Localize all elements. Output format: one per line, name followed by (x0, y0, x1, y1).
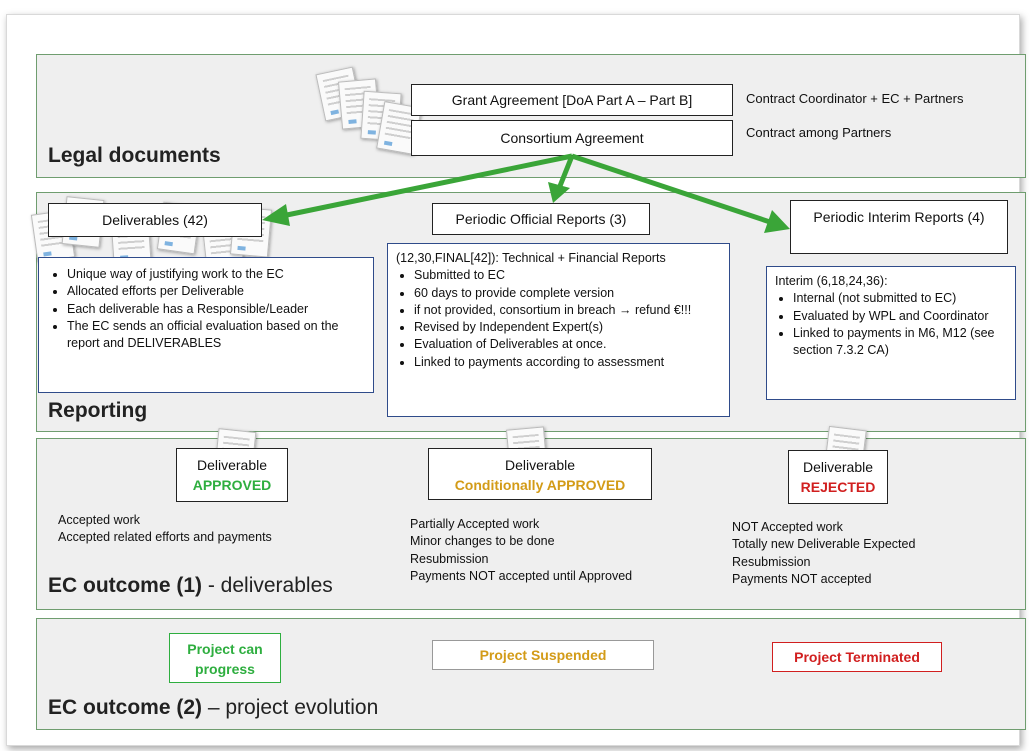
note-line: Payments NOT accepted (732, 571, 872, 586)
list-item: if not provided, consortium in breach → … (414, 302, 721, 319)
list-item: Submitted to EC (414, 267, 721, 284)
list-item: Internal (not submitted to EC) (793, 290, 1007, 307)
deliverable-rejected-status: REJECTED (800, 479, 876, 495)
list-item: Evaluation of Deliverables at once. (414, 336, 721, 353)
note-line: Minor changes to be done (410, 534, 555, 549)
grant-agreement-label: Grant Agreement [DoA Part A – Part B] (451, 92, 693, 108)
periodic-official-box: Periodic Official Reports (3) (432, 203, 650, 235)
deliverables-details: Unique way of justifying work to the EC … (38, 257, 374, 393)
list-item: Linked to payments according to assessme… (414, 354, 721, 371)
list-item: Evaluated by WPL and Coordinator (793, 308, 1007, 325)
note-line: Accepted related efforts and payments (58, 530, 272, 545)
project-suspended-label: Project Suspended (479, 647, 607, 663)
note-line: Resubmission (410, 551, 489, 566)
project-suspended-box: Project Suspended (432, 640, 654, 670)
deliverable-approved-label: Deliverable (196, 457, 268, 473)
rejected-notes: NOT Accepted work Totally new Deliverabl… (732, 519, 915, 588)
project-can-progress-box: Project can progress (169, 633, 281, 683)
project-terminated-box: Project Terminated (772, 642, 942, 672)
note-line: Partially Accepted work (410, 517, 540, 531)
periodic-interim-bullet-list: Internal (not submitted to EC) Evaluated… (775, 290, 1007, 359)
grant-agreement-note: Contract Coordinator + EC + Partners (746, 91, 964, 106)
deliverable-rejected-box: Deliverable REJECTED (788, 450, 888, 504)
note-line: Totally new Deliverable Expected (732, 537, 916, 552)
list-item: Revised by Independent Expert(s) (414, 319, 721, 336)
ec-outcome-2-title-bold: EC outcome (2) (48, 696, 203, 719)
ec-outcome-2-title: EC outcome (2) – project evolution (48, 696, 378, 720)
list-item: Unique way of justifying work to the EC (67, 266, 363, 283)
project-terminated-label: Project Terminated (794, 649, 920, 665)
deliverables-title: Deliverables (42) (102, 212, 208, 228)
list-item: Linked to payments in M6, M12 (see secti… (793, 325, 1007, 360)
periodic-official-details: (12,30,FINAL[42]): Technical + Financial… (387, 243, 730, 417)
ec-outcome-1-title-rest: - deliverables (202, 574, 333, 597)
list-item: Each deliverable has a Responsible/Leade… (67, 301, 363, 318)
deliverable-approved-box: Deliverable APPROVED (176, 448, 288, 502)
deliverables-box: Deliverables (42) (48, 203, 262, 237)
list-item: 60 days to provide complete version (414, 285, 721, 302)
consortium-agreement-box: Consortium Agreement (411, 120, 733, 156)
list-item: The EC sends an official evaluation base… (67, 318, 363, 353)
consortium-agreement-label: Consortium Agreement (500, 130, 644, 146)
note-line: Resubmission (732, 554, 811, 569)
periodic-official-title: Periodic Official Reports (3) (455, 211, 627, 227)
deliverables-bullet-list: Unique way of justifying work to the EC … (49, 266, 363, 352)
ec-outcome-2-title-rest: – project evolution (202, 696, 379, 719)
grant-agreement-box: Grant Agreement [DoA Part A – Part B] (411, 84, 733, 116)
periodic-interim-details: Interim (6,18,24,36): Internal (not subm… (766, 266, 1016, 400)
reporting-title: Reporting (48, 399, 148, 422)
deliverable-approved-status: APPROVED (192, 477, 272, 493)
conditional-notes: Partially Accepted work Minor changes to… (410, 516, 632, 585)
ec-outcome-1-title: EC outcome (1) - deliverables (48, 574, 333, 598)
note-line: Accepted work (58, 513, 140, 527)
deliverable-rejected-label: Deliverable (802, 459, 874, 475)
note-line: NOT Accepted work (732, 520, 843, 534)
deliverable-conditional-label: Deliverable (504, 457, 576, 473)
periodic-official-bullet-list: Submitted to EC 60 days to provide compl… (396, 267, 721, 371)
note-line: Payments NOT accepted until Approved (410, 568, 633, 583)
deliverable-conditional-status: Conditionally APPROVED (454, 477, 626, 493)
consortium-agreement-note: Contract among Partners (746, 125, 892, 140)
list-item: Allocated efforts per Deliverable (67, 283, 363, 300)
periodic-interim-intro: Interim (6,18,24,36): (775, 274, 888, 288)
periodic-interim-title: Periodic Interim Reports (4) (813, 209, 985, 225)
deliverable-conditional-box: Deliverable Conditionally APPROVED (428, 448, 652, 500)
ec-outcome-1-title-bold: EC outcome (1) (48, 574, 203, 597)
periodic-interim-box: Periodic Interim Reports (4) (790, 200, 1008, 254)
legal-documents-title: Legal documents (48, 144, 221, 167)
approved-notes: Accepted work Accepted related efforts a… (58, 512, 272, 547)
periodic-official-intro: (12,30,FINAL[42]): Technical + Financial… (396, 251, 666, 265)
project-can-progress-label: Project can progress (187, 641, 263, 677)
